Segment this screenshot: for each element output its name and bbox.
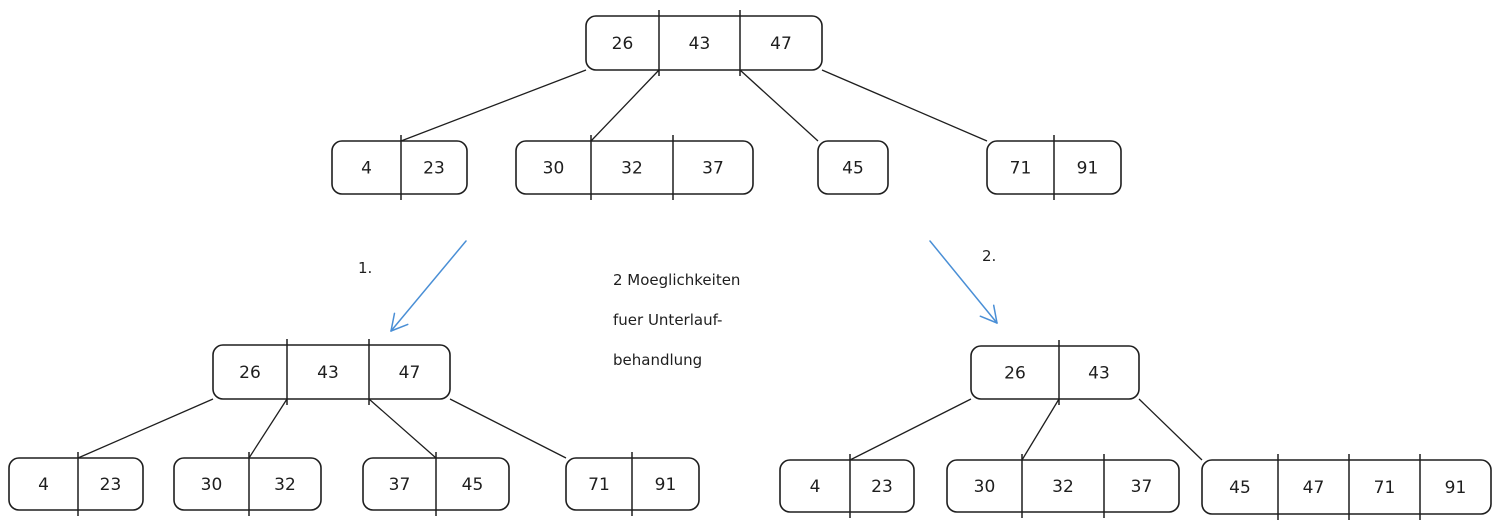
node-key: 26 [612, 34, 634, 54]
node-key: 37 [702, 159, 724, 179]
option-1-child-node: 4 23 [8, 452, 144, 516]
node-key: 47 [1303, 478, 1325, 498]
node-key: 71 [1374, 478, 1396, 498]
node-key: 91 [1445, 478, 1467, 498]
original-tree-edge [821, 69, 988, 142]
option-1-tree-edge [248, 398, 288, 459]
node-key: 4 [361, 159, 372, 179]
option-2-tree-edge [1021, 398, 1060, 461]
original-child-node: 71 91 [986, 135, 1122, 200]
node-box [779, 459, 915, 513]
node-box [946, 459, 1180, 513]
annotation-line: fuer Unterlauf- [613, 311, 723, 329]
option-2-tree-edge [1138, 398, 1203, 461]
node-box [585, 15, 823, 71]
node-key: 30 [974, 477, 996, 497]
option-1-child-node: 37 45 [362, 452, 510, 516]
original-child-node: 45 [817, 140, 889, 195]
node-key: 45 [1229, 478, 1251, 498]
node-key: 26 [239, 363, 261, 383]
original-child-node: 4 23 [331, 135, 468, 200]
option-1-arrow [390, 240, 467, 332]
node-key: 23 [871, 477, 893, 497]
option-2-arrow [929, 240, 998, 324]
annotation-line: behandlung [613, 351, 703, 369]
node-key: 43 [317, 363, 339, 383]
option-2-tree-edge [849, 398, 972, 461]
option-2-child-node: 45 47 71 91 [1201, 454, 1492, 520]
node-key: 32 [274, 475, 296, 495]
node-key: 37 [1131, 477, 1153, 497]
option-1-tree-edge [449, 398, 567, 459]
node-key: 4 [810, 477, 821, 497]
node-key: 91 [655, 475, 677, 495]
node-key: 37 [389, 475, 411, 495]
option-1-tree-edge [77, 398, 214, 459]
node-box [1201, 459, 1492, 515]
node-key: 26 [1004, 364, 1026, 384]
option-2-root-node: 26 43 [970, 340, 1140, 405]
node-key: 91 [1077, 159, 1099, 179]
option-2-child-node: 30 32 37 [946, 454, 1180, 518]
option-1-child-node: 30 32 [173, 452, 322, 516]
node-key: 45 [842, 159, 864, 179]
original-tree-edge [400, 69, 587, 142]
option-1-tree-edge [368, 398, 437, 459]
original-tree-edge [739, 69, 819, 142]
node-key: 47 [770, 34, 792, 54]
original-root-node: 26 43 47 [585, 10, 823, 76]
node-key: 32 [1052, 477, 1074, 497]
node-key: 30 [201, 475, 223, 495]
node-key: 71 [588, 475, 610, 495]
node-key: 23 [100, 475, 122, 495]
option-label-2: 2. [982, 247, 997, 265]
node-box [212, 344, 451, 400]
node-key: 30 [543, 159, 565, 179]
node-box [515, 140, 754, 195]
node-box [331, 140, 468, 195]
node-key: 43 [689, 34, 711, 54]
node-box [817, 140, 889, 195]
option-1-root-node: 26 43 47 [212, 339, 451, 405]
node-key: 71 [1010, 159, 1032, 179]
option-2-child-node: 4 23 [779, 454, 915, 518]
underflow-annotation: 2 Moeglichkeiten fuer Unterlauf- behandl… [613, 250, 740, 390]
node-key: 32 [621, 159, 643, 179]
annotation-line: 2 Moeglichkeiten [613, 271, 741, 289]
node-key: 47 [399, 363, 421, 383]
original-child-node: 30 32 37 [515, 135, 754, 200]
node-key: 23 [423, 159, 445, 179]
node-key: 4 [38, 475, 49, 495]
node-key: 45 [462, 475, 484, 495]
original-tree-edge [590, 69, 660, 142]
node-box [970, 345, 1140, 400]
node-key: 43 [1088, 364, 1110, 384]
node-box [8, 457, 144, 511]
option-1-child-node: 71 91 [565, 452, 700, 516]
node-box [173, 457, 322, 511]
option-label-1: 1. [358, 259, 373, 277]
